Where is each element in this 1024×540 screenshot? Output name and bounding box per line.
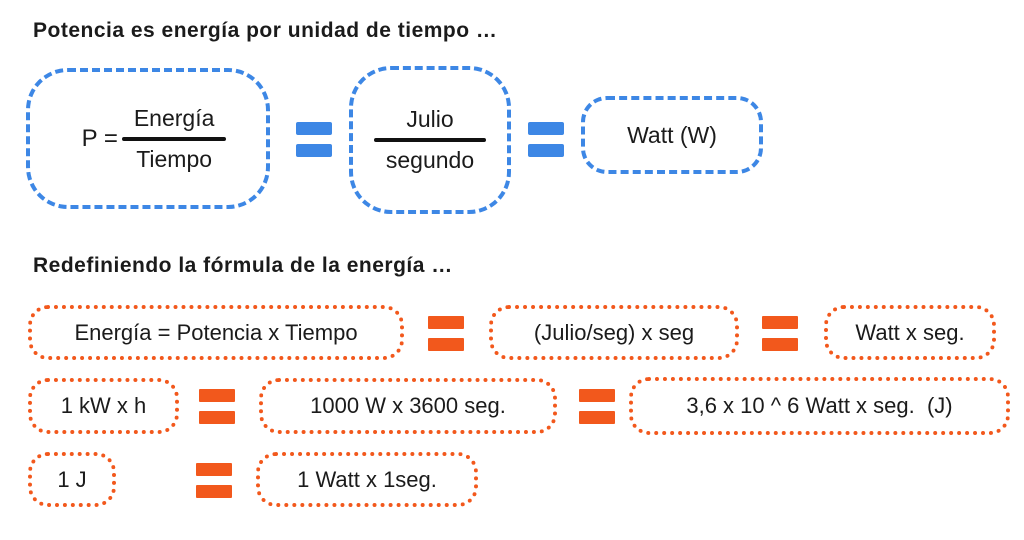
formula-label: 1 J	[57, 466, 87, 492]
joule-second-fraction: Julio segundo	[373, 106, 487, 173]
one-joule-box: 1 J	[28, 452, 116, 507]
power-lhs: P =	[81, 124, 118, 152]
formula-label: Watt x seg.	[855, 319, 965, 345]
energy-time-fraction: Energía Tiempo	[121, 104, 227, 172]
formula-label: 3,6 x 10 ^ 6 Watt x seg. (J)	[686, 393, 953, 418]
fraction-denominator: segundo	[385, 147, 475, 173]
equals-icon	[579, 384, 615, 428]
watt-box: Watt (W)	[581, 96, 763, 174]
section-power-title: Potencia es energía por unidad de tiempo…	[33, 19, 498, 42]
formula-label: 1 Watt x 1seg.	[297, 466, 437, 492]
fraction-numerator: Julio	[406, 106, 454, 132]
watt-3600-box: 1000 W x 3600 seg.	[259, 378, 557, 434]
joule-seg-box: (Julio/seg) x seg	[489, 305, 739, 360]
formula-label: (Julio/seg) x seg	[533, 319, 695, 345]
fraction-line	[121, 136, 227, 141]
equals-icon	[196, 458, 232, 502]
equals-icon	[528, 118, 564, 160]
section-energy-title: Redefiniendo la fórmula de la energía …	[33, 254, 453, 277]
power-definition-box: P = Energía Tiempo	[26, 68, 270, 209]
energy-formula-box: Energía = Potencia x Tiempo	[28, 305, 404, 360]
equals-icon	[762, 311, 798, 355]
watt-label: Watt (W)	[627, 121, 717, 148]
formula-label: 1 kW x h	[60, 393, 147, 418]
one-watt-one-seg-box: 1 Watt x 1seg.	[256, 452, 478, 507]
joule-value-box: 3,6 x 10 ^ 6 Watt x seg. (J)	[629, 377, 1010, 435]
fraction-denominator: Tiempo	[136, 145, 213, 172]
equals-icon	[428, 311, 464, 355]
fraction-numerator: Energía	[133, 104, 215, 131]
formula-label: 1000 W x 3600 seg.	[310, 393, 506, 418]
equals-icon	[296, 118, 332, 160]
joule-second-box: Julio segundo	[349, 66, 511, 214]
watt-seg-box: Watt x seg.	[824, 305, 996, 360]
formula-label: Energía = Potencia x Tiempo	[74, 319, 358, 345]
fraction-line	[373, 138, 487, 142]
kwh-box: 1 kW x h	[28, 378, 179, 434]
equals-icon	[199, 384, 235, 428]
